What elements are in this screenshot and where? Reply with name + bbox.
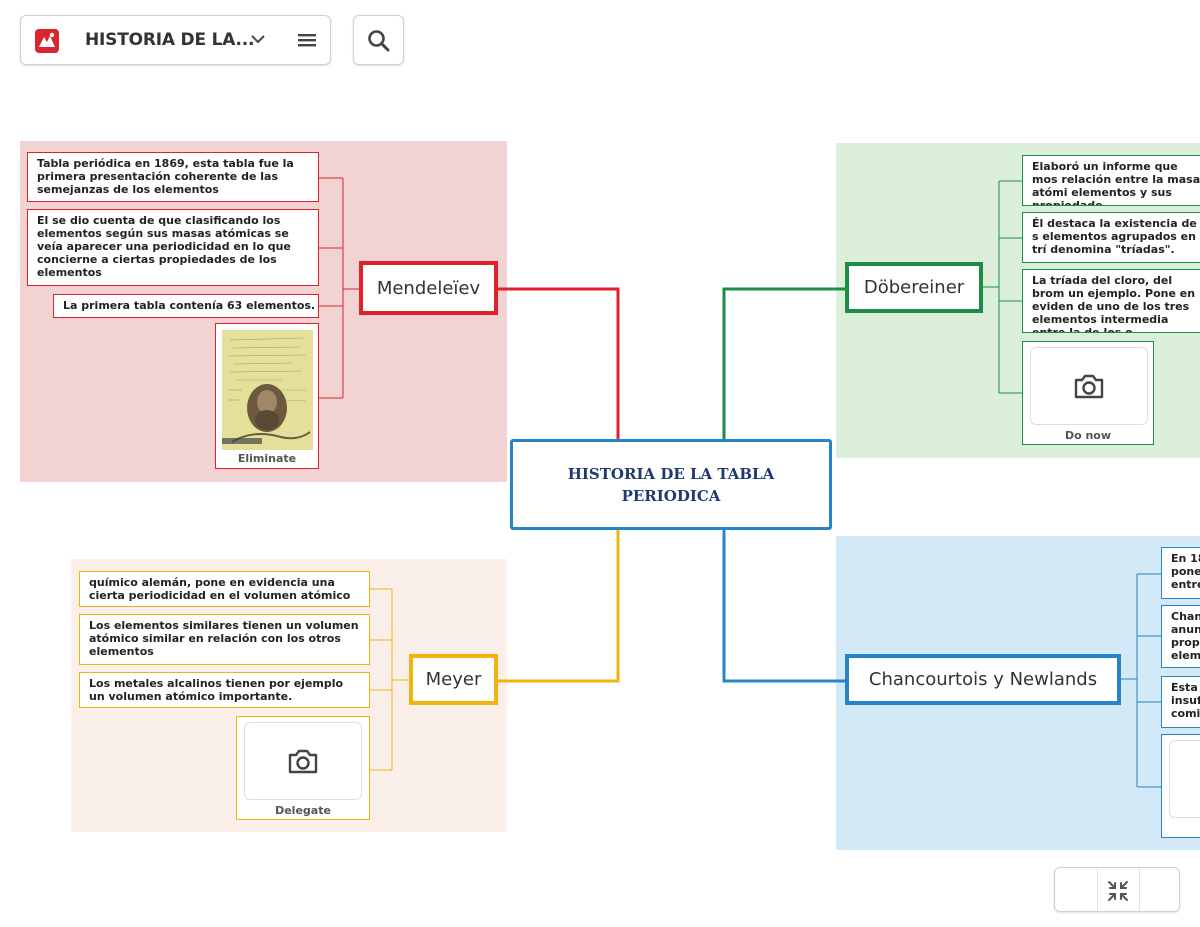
subtopic-meyer-1[interactable]: químico alemán, pone en evidencia una ci… xyxy=(79,571,370,607)
subtopic-chancourtois-2[interactable]: Chanc anunc propi eleme xyxy=(1161,605,1200,668)
subtopic-dobereiner-2[interactable]: Él destaca la existencia de s elementos … xyxy=(1022,212,1200,263)
subtopic-chancourtois-1[interactable]: En 18 pone entre xyxy=(1161,547,1200,599)
zoom-controls[interactable] xyxy=(1054,867,1180,912)
image-card-chancourtois[interactable] xyxy=(1161,734,1200,838)
subtopic-dobereiner-3[interactable]: La tríada del cloro, del brom un ejemplo… xyxy=(1022,269,1200,333)
central-topic[interactable]: HISTORIA DE LA TABLA PERIODICA xyxy=(510,439,832,530)
topic-mendeleiev[interactable]: Mendeleïev xyxy=(359,261,498,315)
mindomo-logo-icon[interactable] xyxy=(35,29,59,53)
hamburger-menu-icon[interactable] xyxy=(297,31,317,53)
subtopic-chancourtois-3[interactable]: Esta c insuf comie xyxy=(1161,676,1200,728)
subtopic-mendeleiev-2[interactable]: El se dio cuenta de que clasificando los… xyxy=(27,209,319,286)
image-placeholder[interactable] xyxy=(1030,347,1148,425)
topic-chancourtois-newlands[interactable]: Chancourtois y Newlands xyxy=(845,654,1121,705)
search-icon[interactable] xyxy=(366,28,392,58)
card-label-eliminate: Eliminate xyxy=(237,452,297,465)
document-title-bar[interactable]: HISTORIA DE LA... xyxy=(20,15,331,65)
subtopic-mendeleiev-3[interactable]: La primera tabla contenía 63 elementos. xyxy=(53,294,319,318)
mendeleiev-table-image xyxy=(222,330,313,450)
topic-meyer[interactable]: Meyer xyxy=(409,654,498,705)
card-label-do-now: Do now xyxy=(1064,429,1112,442)
document-title[interactable]: HISTORIA DE LA... xyxy=(85,30,255,50)
card-label-delegate: Delegate xyxy=(275,804,331,817)
image-placeholder[interactable] xyxy=(244,722,362,800)
collapse-arrows-icon[interactable] xyxy=(1106,879,1130,907)
subtopic-dobereiner-1[interactable]: Elaboró un informe que mos relación entr… xyxy=(1022,155,1200,206)
image-card-dobereiner[interactable]: Do now xyxy=(1022,341,1154,445)
camera-icon xyxy=(288,749,318,774)
chevron-down-icon[interactable] xyxy=(249,30,267,52)
image-card-mendeleiev[interactable]: Eliminate xyxy=(215,323,319,469)
image-card-meyer[interactable]: Delegate xyxy=(236,716,370,820)
camera-icon xyxy=(1074,374,1104,399)
subtopic-mendeleiev-1[interactable]: Tabla periódica en 1869, esta tabla fue … xyxy=(27,152,319,202)
search-button[interactable] xyxy=(353,15,404,65)
image-placeholder[interactable] xyxy=(1169,740,1200,818)
subtopic-meyer-2[interactable]: Los elementos similares tienen un volume… xyxy=(79,614,370,665)
subtopic-meyer-3[interactable]: Los metales alcalinos tienen por ejemplo… xyxy=(79,672,370,708)
topic-dobereiner[interactable]: Döbereiner xyxy=(845,262,983,313)
